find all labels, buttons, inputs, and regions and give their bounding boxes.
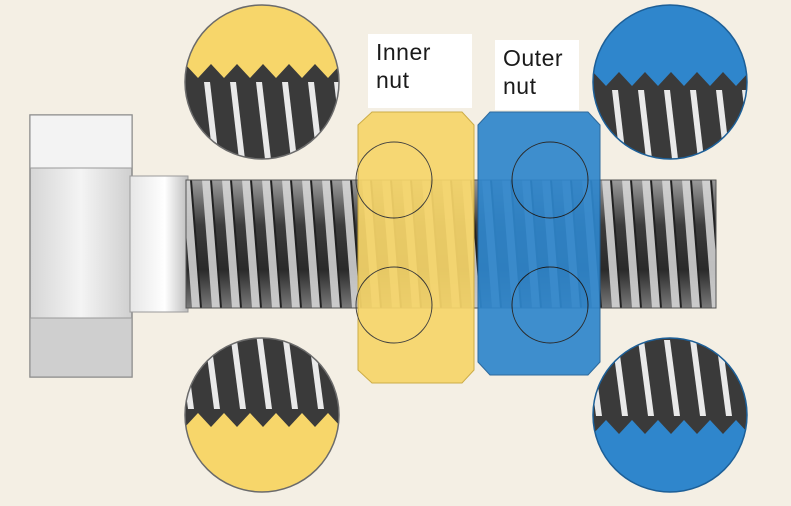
- thread-tooth: [593, 72, 606, 86]
- thread-groove: [630, 179, 642, 309]
- thread-crest: [662, 180, 681, 308]
- thread-crest: [202, 180, 221, 308]
- thread-crest: [642, 180, 661, 308]
- thread-tooth: [224, 64, 250, 78]
- thread-tooth: [710, 420, 736, 434]
- thread-flank: [282, 82, 298, 159]
- outer-nut-label-line1: Outer: [503, 45, 564, 71]
- thread-tooth: [276, 413, 302, 427]
- thread-groove: [610, 179, 622, 309]
- thread-flank: [230, 338, 246, 409]
- thread-crest: [622, 180, 641, 308]
- thread-crest: [242, 180, 261, 308]
- thread-groove: [230, 179, 242, 309]
- magnifier-inner-nut-top: [184, 4, 340, 160]
- thread-flank: [334, 82, 339, 159]
- outer-nut: [477, 111, 601, 376]
- thread-flank: [664, 90, 680, 159]
- thread-flank: [185, 338, 194, 409]
- thread-tooth: [593, 420, 606, 434]
- thread-tooth: [632, 72, 658, 86]
- thread-tooth: [736, 72, 747, 86]
- thread-tooth: [684, 420, 710, 434]
- thread-tooth: [710, 72, 736, 86]
- thread-flank: [638, 340, 654, 416]
- thread-tooth: [224, 413, 250, 427]
- thread-flank: [256, 82, 272, 159]
- thread-flank: [282, 338, 298, 409]
- thread-crest: [262, 180, 281, 308]
- magnifier-inner-nut-bottom: [184, 337, 340, 493]
- thread-crest: [722, 180, 741, 308]
- outer-nut-label: Outer nut: [495, 40, 579, 110]
- thread-tooth: [250, 413, 276, 427]
- thread-tooth: [606, 72, 632, 86]
- inner-nut-label-line1: Inner: [376, 39, 431, 65]
- thread-crest: [282, 180, 301, 308]
- thread-tooth: [302, 64, 328, 78]
- inner-nut-label: Inner nut: [368, 34, 472, 108]
- thread-groove: [670, 179, 682, 309]
- thread-tooth: [684, 72, 710, 86]
- thread-tooth: [250, 64, 276, 78]
- thread-tooth: [302, 413, 328, 427]
- outer-nut-label-line2: nut: [503, 73, 537, 99]
- magnifier-outer-nut-top: [592, 4, 748, 160]
- thread-crest: [322, 180, 341, 308]
- bolt-shank: [129, 175, 189, 313]
- thread-groove: [690, 179, 702, 309]
- thread-crest: [682, 180, 701, 308]
- inner-nut-label-line2: nut: [376, 67, 410, 93]
- thread-crest: [222, 180, 241, 308]
- thread-flank: [690, 340, 706, 416]
- thread-crest: [342, 180, 361, 308]
- thread-groove: [250, 179, 262, 309]
- thread-crest: [602, 180, 621, 308]
- thread-groove: [270, 179, 282, 309]
- thread-groove: [210, 179, 222, 309]
- thread-flank: [664, 340, 680, 416]
- thread-groove: [310, 179, 322, 309]
- thread-crest: [302, 180, 321, 308]
- thread-groove: [731, 180, 741, 308]
- thread-groove: [330, 179, 342, 309]
- thread-flank: [716, 340, 732, 416]
- thread-tooth: [736, 420, 747, 434]
- thread-tooth: [658, 420, 684, 434]
- thread-flank: [638, 90, 654, 159]
- thread-tooth: [185, 413, 198, 427]
- magnifier-outer-nut-bottom: [592, 337, 748, 493]
- inner-nut: [355, 111, 475, 384]
- thread-groove: [650, 179, 662, 309]
- bolt-head: [29, 114, 133, 378]
- thread-tooth: [328, 64, 339, 78]
- thread-tooth: [632, 420, 658, 434]
- thread-tooth: [198, 413, 224, 427]
- thread-flank: [256, 338, 272, 409]
- thread-tooth: [658, 72, 684, 86]
- thread-groove: [290, 179, 302, 309]
- thread-tooth: [606, 420, 632, 434]
- thread-tooth: [198, 64, 224, 78]
- thread-tooth: [185, 64, 198, 78]
- thread-groove: [710, 179, 716, 257]
- thread-tooth: [276, 64, 302, 78]
- thread-groove: [190, 179, 202, 309]
- thread-tooth: [328, 413, 339, 427]
- thread-flank: [230, 82, 246, 159]
- thread-crest: [186, 180, 201, 308]
